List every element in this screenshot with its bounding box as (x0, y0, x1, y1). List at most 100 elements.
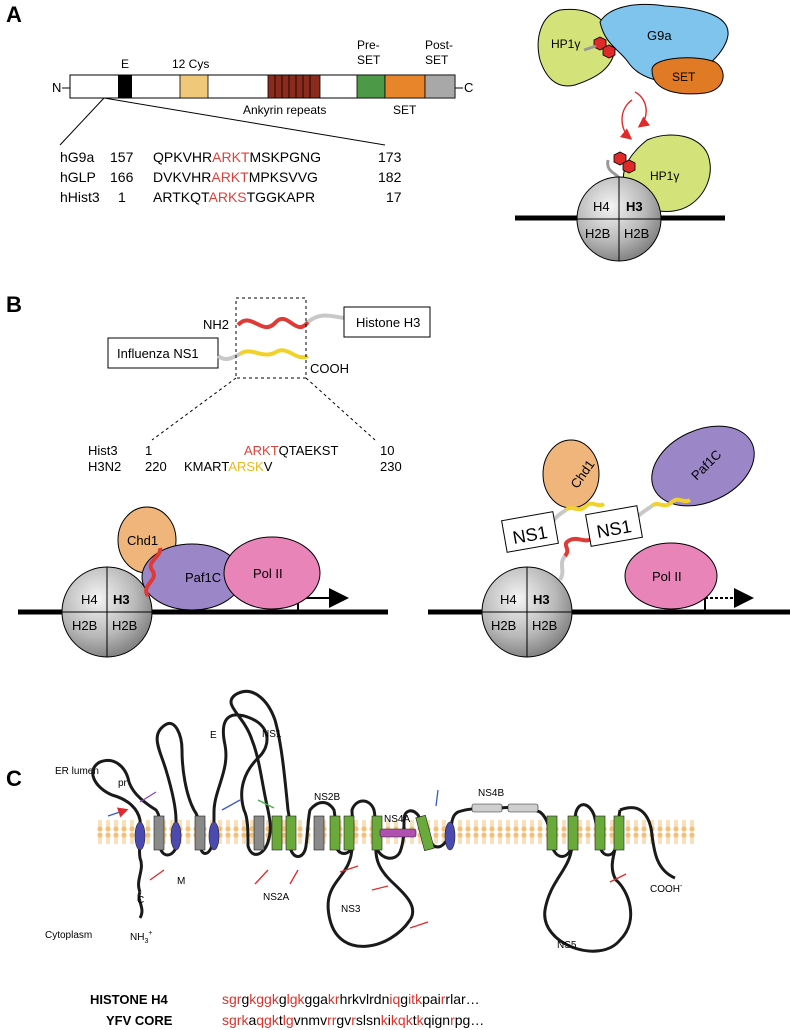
label-M: M (177, 876, 185, 887)
h2b-right-label: H2B (532, 618, 557, 633)
svg-text:ARKTQTAEKST: ARKTQTAEKST (244, 443, 338, 458)
svg-text:hGLP: hGLP (60, 169, 96, 185)
methyl-hexagons-bottom (613, 151, 636, 174)
svg-text:1: 1 (145, 443, 152, 458)
paf1c-label: Paf1C (185, 570, 221, 585)
chd1-label: Chd1 (127, 533, 158, 548)
seq-histone-h4: sgrgkggkglgkggakrhrkvlrdniqgitkpairrlar… (222, 991, 480, 1007)
label-pr: pr (118, 778, 128, 789)
polyprotein-backbone (91, 689, 622, 893)
nh2-label: NH2 (203, 317, 229, 332)
svg-text:ARTKQTARKSTGGKAPR: ARTKQTARKSTGGKAPR (153, 189, 315, 205)
polii-left (223, 536, 321, 610)
ns1-histone-mimicry: NH2 Histone H3 Influenza NS1 COOH (107, 297, 431, 441)
hp1-label-bottom: HP1γ (650, 169, 679, 183)
cleavage-arrows (107, 789, 627, 929)
sequence-segment: qgk (256, 1012, 280, 1028)
label-E: E (121, 57, 129, 71)
panel-b-label: B (6, 292, 22, 317)
helices-blue (134, 821, 456, 851)
domain-cys (179, 74, 209, 99)
sequence-segment: k (381, 1012, 389, 1028)
sequence-segment: r (441, 991, 446, 1007)
ns1-box-b (585, 505, 643, 547)
polii-label: Pol II (652, 569, 682, 584)
histone-tail-free (563, 535, 596, 558)
alignment-row: hG9a 157 QPKVHRARKTMSKPGNG 173 (60, 149, 402, 165)
sequence-segment: rr (327, 1012, 337, 1028)
polii-right (624, 542, 718, 610)
arrow-curve-right (634, 91, 651, 128)
influenza-ns1-label: Influenza NS1 (117, 346, 199, 361)
sequence-segment: rlar… (445, 991, 479, 1007)
label-postset-1: Post- (425, 38, 453, 52)
h4-label: H4 (593, 199, 610, 214)
h3-label: H3 (533, 592, 550, 607)
ns3-loop (326, 845, 414, 948)
svg-text:KMARTARSKV: KMARTARSKV (184, 459, 273, 474)
label-NS5: NS5 (557, 940, 577, 951)
label-NS4A: NS4A (384, 814, 410, 825)
svg-text:157: 157 (110, 149, 134, 165)
svg-text:10: 10 (380, 443, 394, 458)
label-NS2B: NS2B (314, 792, 340, 803)
flavivirus-polyprotein-topology: ER lumen Cytoplasm (45, 689, 695, 953)
svg-text:H3N2: H3N2 (88, 459, 121, 474)
cytoplasm-label: Cytoplasm (45, 930, 92, 941)
label-preset-1: Pre- (357, 38, 380, 52)
panel-a-label: A (6, 2, 22, 27)
transcription-scene-left: H4 H3 H2B H2B Chd1 Paf1C Pol II (18, 506, 388, 658)
ns1-box-a (501, 511, 559, 553)
sequence-segment: t (279, 1012, 283, 1028)
sequence-segment: g (241, 991, 249, 1007)
h3-label: H3 (626, 199, 643, 214)
label-cys: 12 Cys (172, 57, 209, 71)
svg-text:hG9a: hG9a (60, 149, 94, 165)
domain-ankyrin (267, 74, 321, 99)
methyl-hexagons-top (583, 36, 616, 59)
sequence-segment: iq (389, 991, 400, 1007)
svg-text:166: 166 (110, 169, 134, 185)
sequence-segment: lgk (287, 991, 306, 1007)
polii-label: Pol II (253, 566, 283, 581)
g9a-domain-map: N C E 12 Cys Ankyrin repeats Pre- SET SE… (52, 38, 473, 146)
seq-name-yfv: YFV CORE (106, 1013, 173, 1028)
n-terminus-label: N (52, 80, 61, 95)
paf1c-right (651, 425, 755, 507)
histone-h3-label: Histone H3 (356, 315, 420, 330)
sequence-segment: pai (422, 991, 441, 1007)
sequence-segment: lg (283, 1012, 294, 1028)
ns4a-helix (379, 828, 417, 838)
domain-set (384, 74, 426, 99)
h2b-left-label: H2B (72, 618, 97, 633)
c-terminus-label: C (464, 80, 473, 95)
ns1-tail-yellow (238, 348, 309, 360)
svg-text:220: 220 (145, 459, 167, 474)
alignment-a: hG9a 157 QPKVHRARKTMSKPGNG 173 hGLP 166 … (60, 149, 402, 205)
nh3-label: NH3+ (130, 930, 152, 945)
sequence-segment: i (388, 1012, 391, 1028)
sequence-segment: kggk (249, 991, 280, 1007)
sequence-comparison: HISTONE H4 sgrgkggkglgkggakrhrkvlrdniqgi… (90, 991, 484, 1028)
sequence-segment: itk (408, 991, 423, 1007)
svg-text:DVKVHRARKTMPKSVVG: DVKVHRARKTMPKSVVG (153, 169, 318, 185)
svg-text:hHist3: hHist3 (60, 189, 100, 205)
svg-text:1: 1 (118, 189, 126, 205)
set-label: SET (672, 70, 696, 84)
label-E: E (210, 730, 217, 741)
sequence-segment: a (248, 1012, 256, 1028)
zoom-box (235, 297, 307, 379)
histone-tail-red (236, 317, 310, 330)
sequence-segment: sgr (222, 991, 242, 1007)
label-C: C (137, 895, 144, 906)
sequence-segment: hrkvlrdn (340, 991, 390, 1007)
sequence-segment: kr (328, 991, 340, 1007)
svg-text:Hist3: Hist3 (88, 443, 118, 458)
label-set: SET (393, 103, 417, 117)
helices-gray (153, 803, 539, 851)
sequence-segment: slsn (356, 1012, 381, 1028)
seq-name-histone: HISTONE H4 (90, 992, 169, 1007)
sequence-segment: r (351, 1012, 356, 1028)
sequence-segment: sgrk (222, 1012, 249, 1028)
